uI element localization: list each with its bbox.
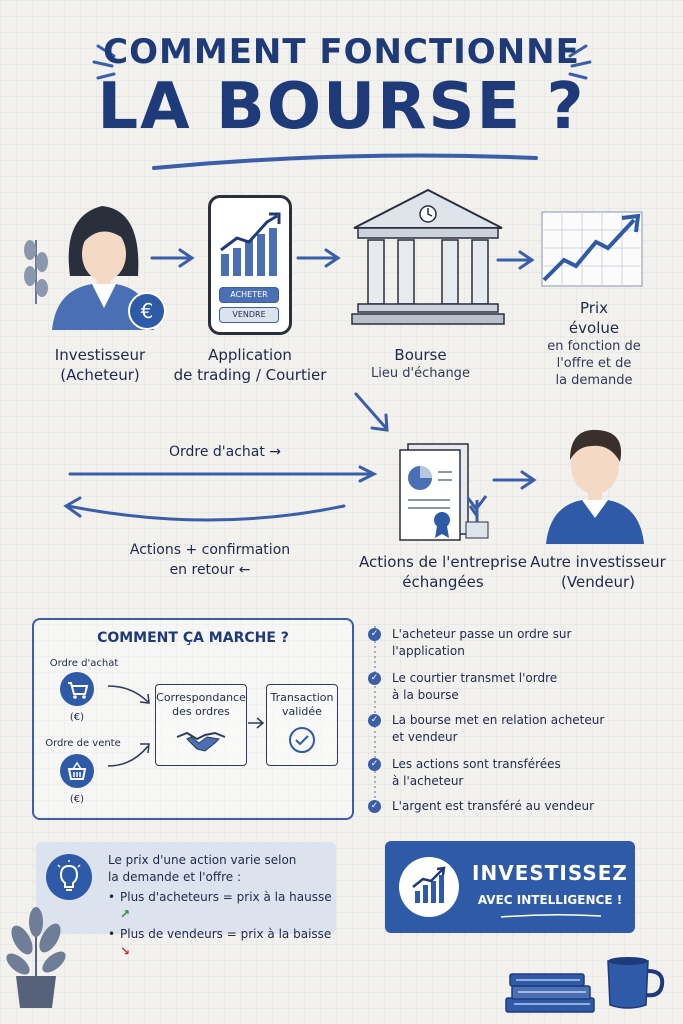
check-icon: ✓ [368,628,381,641]
arrow-right-icon [296,248,341,268]
arrow-right-icon [248,717,265,729]
plant-icon [24,240,48,304]
check-icon: ✓ [368,800,381,813]
growth-chart-icon [399,857,459,917]
buy-button[interactable]: ACHETER [219,287,279,303]
lightbulb-icon [46,854,92,900]
prix-line1: Prix [580,299,608,317]
sell-button[interactable]: VENDRE [219,307,279,323]
transaction-box: Transaction validée [266,684,338,766]
matching-line1: Correspondance [156,691,246,704]
svg-text:€: € [141,299,154,323]
arrow-down-icon: ↘ [120,944,131,958]
cta-line1: INVESTISSEZ [472,861,628,885]
check-icon: ✓ [368,672,381,685]
investor-role: (Acheteur) [60,366,140,384]
seller-role: (Vendeur) [561,573,635,591]
application-line1: Application [208,346,292,364]
seller-name: Autre investisseur [530,553,666,571]
investor-name: Investisseur [54,346,146,364]
transaction-line1: Transaction [270,691,334,704]
shares-line1: Actions de l'entreprise [359,553,527,571]
check-circle-icon [289,727,315,753]
invest-cta-banner[interactable]: INVESTISSEZ AVEC INTELLIGENCE ! [385,841,635,933]
prix-line2: évolue [568,319,620,337]
prix-line4: l'offre et de [556,356,632,371]
price-tip-box: Le prix d'une action varie selon la dema… [36,842,336,958]
how-it-works-title: COMMENT ÇA MARCHE ? [97,630,289,646]
phone-app: ACHETER VENDRE [208,195,292,335]
return-label-line2: en retour ← [169,562,251,578]
title-line2: LA BOURSE ? [97,70,586,144]
arrow-right-icon [492,470,537,490]
matching-line2: des ordres [172,705,230,718]
tip-line2: la demande et l'offre : [108,870,242,884]
arrow-right-long-icon [68,465,378,483]
tip-bullet-up: Plus d'acheteurs = prix à la hausse [120,890,332,904]
prix-line3: en fonction de [547,339,641,354]
cta-line2: AVEC INTELLIGENCE ! [477,893,623,907]
tip-line1: Le prix d'une action varie selon [108,853,297,867]
return-label-line1: Actions + confirmation [129,542,291,558]
title-underline [152,153,538,170]
sell-order-text: Ordre de vente [45,738,121,749]
basket-icon [60,754,94,788]
cta-underline [500,913,602,918]
buy-currency: (€) [69,712,85,723]
title-line1: COMMENT FONCTIONNE [103,32,580,72]
how-it-works-box: COMMENT ÇA MARCHE ? Ordre d'achat (€) Or… [32,618,354,820]
prix-line5: la demande [555,373,633,388]
arrow-left-curved-icon [63,496,346,522]
curved-arrow-icon [107,743,150,767]
arrow-down-right-icon [354,392,389,432]
buy-order-label: Ordre d'achat → [168,444,282,460]
check-icon: ✓ [368,758,381,771]
growth-chart-icon [220,212,281,276]
arrow-right-icon [150,248,195,268]
title-accent-right-icon [568,44,592,80]
buy-order-text: Ordre d'achat [49,658,119,669]
title-accent-left-icon [92,44,116,80]
arrow-up-icon: ↗ [120,907,131,921]
coffee-mug-icon [607,957,665,1009]
price-chart-icon [541,211,643,287]
check-icon: ✓ [368,714,381,727]
matching-box: Correspondance des ordres [155,684,247,766]
handshake-icon [176,731,226,752]
application-line2: de trading / Courtier [173,366,327,384]
transaction-line2: validée [282,705,322,718]
curved-arrow-icon [107,685,150,704]
shares-document-icon [399,443,489,541]
investor-avatar: € [52,206,166,330]
sell-currency: (€) [69,794,85,805]
arrow-right-icon [496,250,535,270]
tip-bullet-down: Plus de vendeurs = prix à la baisse [120,927,332,941]
potted-plant-icon [6,907,66,1008]
stock-exchange-icon [351,188,505,325]
books-icon [505,973,595,1013]
seller-avatar [546,429,644,544]
bourse-name: Bourse [394,346,447,364]
shares-line2: échangées [402,573,484,591]
cart-icon [60,672,94,706]
bourse-desc: Lieu d'échange [371,366,470,381]
